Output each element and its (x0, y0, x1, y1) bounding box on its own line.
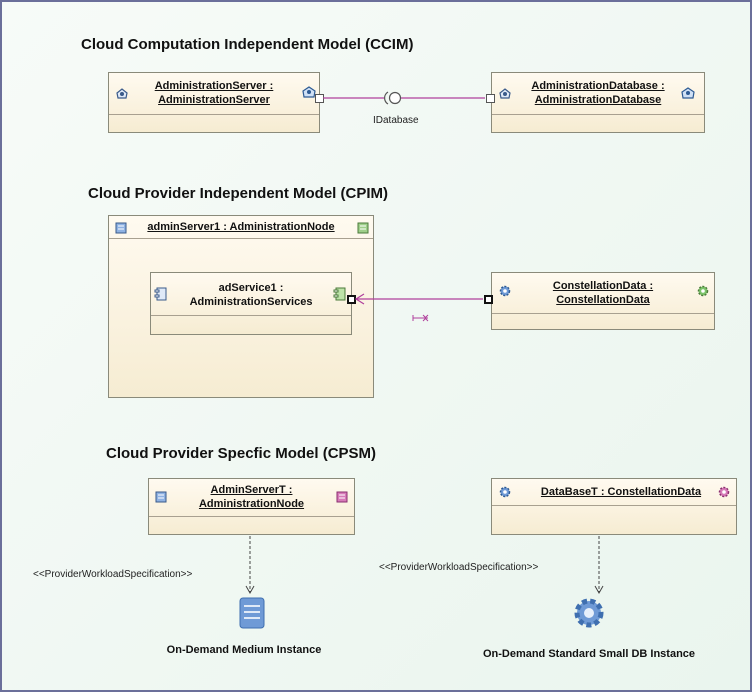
gear-icon (498, 485, 512, 504)
component-icon (154, 287, 168, 306)
data-name-line2: ConstellationData (556, 294, 650, 306)
service-name-line1: adService1 : (218, 282, 284, 294)
node-icon-pink (336, 490, 348, 508)
data-port[interactable] (484, 295, 493, 304)
server-name-line1: AdministrationServer : (154, 80, 274, 92)
instance-left-caption: On-Demand Medium Instance (166, 644, 322, 656)
service-port[interactable] (347, 295, 356, 304)
server-name-line2: AdministrationServer (158, 94, 270, 106)
database-dependency-arrowhead (594, 585, 604, 595)
server-dependency-arrowhead (245, 585, 255, 595)
admin-server-t-node[interactable]: AdminServerT : AdministrationNode (148, 478, 355, 535)
database-name-line1: AdministrationDatabase : (531, 80, 665, 92)
cpsm-title: Cloud Provider Specfic Model (CPSM) (106, 445, 377, 462)
admin-server-t-line1: AdminServerT : (210, 484, 293, 496)
gear-icon (498, 284, 512, 303)
node-icon-right (357, 221, 369, 239)
cloud-component-icon (115, 87, 129, 106)
cpim-title: Cloud Provider Independent Model (CPIM) (88, 185, 388, 202)
gear-icon-green (696, 284, 710, 303)
administration-database-component[interactable]: AdministrationDatabase : AdministrationD… (491, 72, 705, 133)
ad-service-component[interactable]: adService1 : AdministrationServices (150, 272, 352, 335)
instance-right-caption: On-Demand Standard Small DB Instance (482, 648, 696, 660)
database-t-label: DataBaseT : ConstellationData (540, 486, 702, 498)
component-icon-green (333, 287, 347, 306)
database-port[interactable] (486, 94, 495, 103)
data-name-line1: ConstellationData : (552, 280, 654, 292)
database-name-line2: AdministrationDatabase (534, 94, 662, 106)
cloud-component-icon (498, 87, 512, 106)
ccim-title: Cloud Computation Independent Model (CCI… (81, 36, 414, 53)
connector-multiplicity-marker (412, 314, 429, 322)
stereotype-right: <<ProviderWorkloadSpecification>> (379, 562, 539, 573)
database-t-component[interactable]: DataBaseT : ConstellationData (491, 478, 737, 535)
service-name-line2: AdministrationServices (189, 296, 313, 308)
constellation-data-component[interactable]: ConstellationData : ConstellationData (491, 272, 715, 330)
node-icon (115, 221, 127, 239)
gear-icon-pink (717, 485, 731, 504)
db-gear-instance-icon[interactable] (572, 596, 606, 635)
cloud-component-icon-right (680, 86, 696, 107)
node-icon (155, 490, 167, 508)
server-instance-icon[interactable] (238, 596, 266, 635)
node-label: adminServer1 : AdministrationNode (147, 221, 335, 233)
admin-server-t-line2: AdministrationNode (198, 498, 305, 510)
connector-arrowhead (354, 293, 365, 305)
cloud-component-icon-right (301, 85, 317, 106)
provided-interface-lollipop (388, 91, 402, 105)
required-interface-socket (384, 91, 389, 105)
interface-label: IDatabase (373, 115, 419, 126)
stereotype-left: <<ProviderWorkloadSpecification>> (33, 569, 193, 580)
